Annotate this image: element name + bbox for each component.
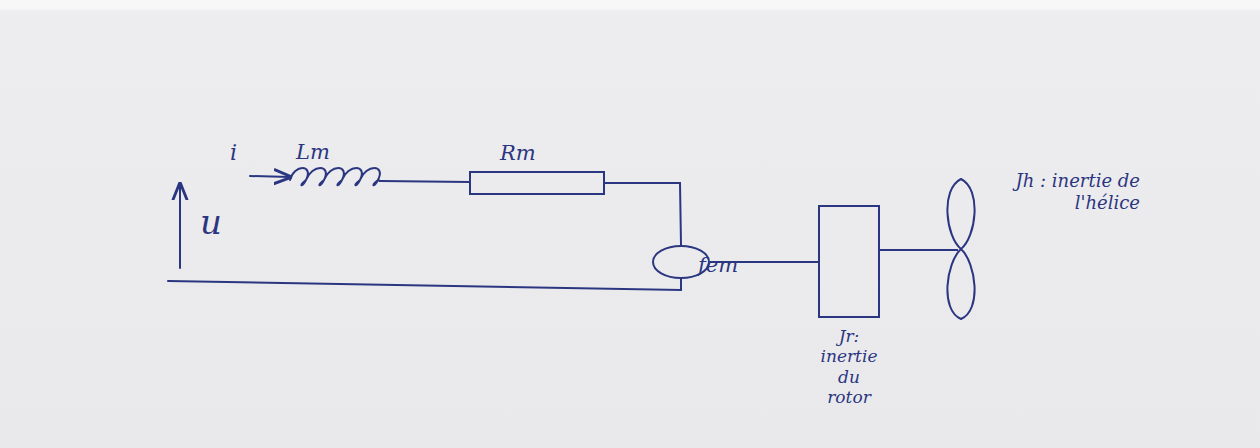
rect-outline: [818, 205, 880, 318]
node-label: Jh : inertie de l'hélice: [970, 170, 1140, 213]
resistor-symbol: [470, 172, 604, 194]
current-label: i: [230, 140, 237, 165]
current-arrow: [250, 176, 290, 177]
resistance-label: Rm: [500, 141, 536, 165]
prop-outline: [942, 178, 980, 320]
motor-emf-source: fem: [652, 245, 710, 279]
inductor-symbol: [290, 168, 380, 185]
rect-symbol: [818, 205, 880, 318]
propeller: Jh : inertie de l'hélice: [942, 178, 980, 320]
rotor-inertia: Jr: inertie du rotor: [818, 205, 880, 318]
voltage-arrow: [179, 184, 181, 268]
wire: [604, 183, 681, 245]
wire: [168, 279, 681, 290]
node-label: Jr: inertie du rotor: [816, 326, 882, 408]
wire: [380, 181, 470, 182]
voltage-label: u: [200, 202, 222, 242]
inductance-label: Lm: [296, 140, 330, 164]
shaft-line: [880, 249, 958, 251]
node-label: fem: [698, 253, 758, 278]
prop-symbol: [942, 178, 980, 320]
